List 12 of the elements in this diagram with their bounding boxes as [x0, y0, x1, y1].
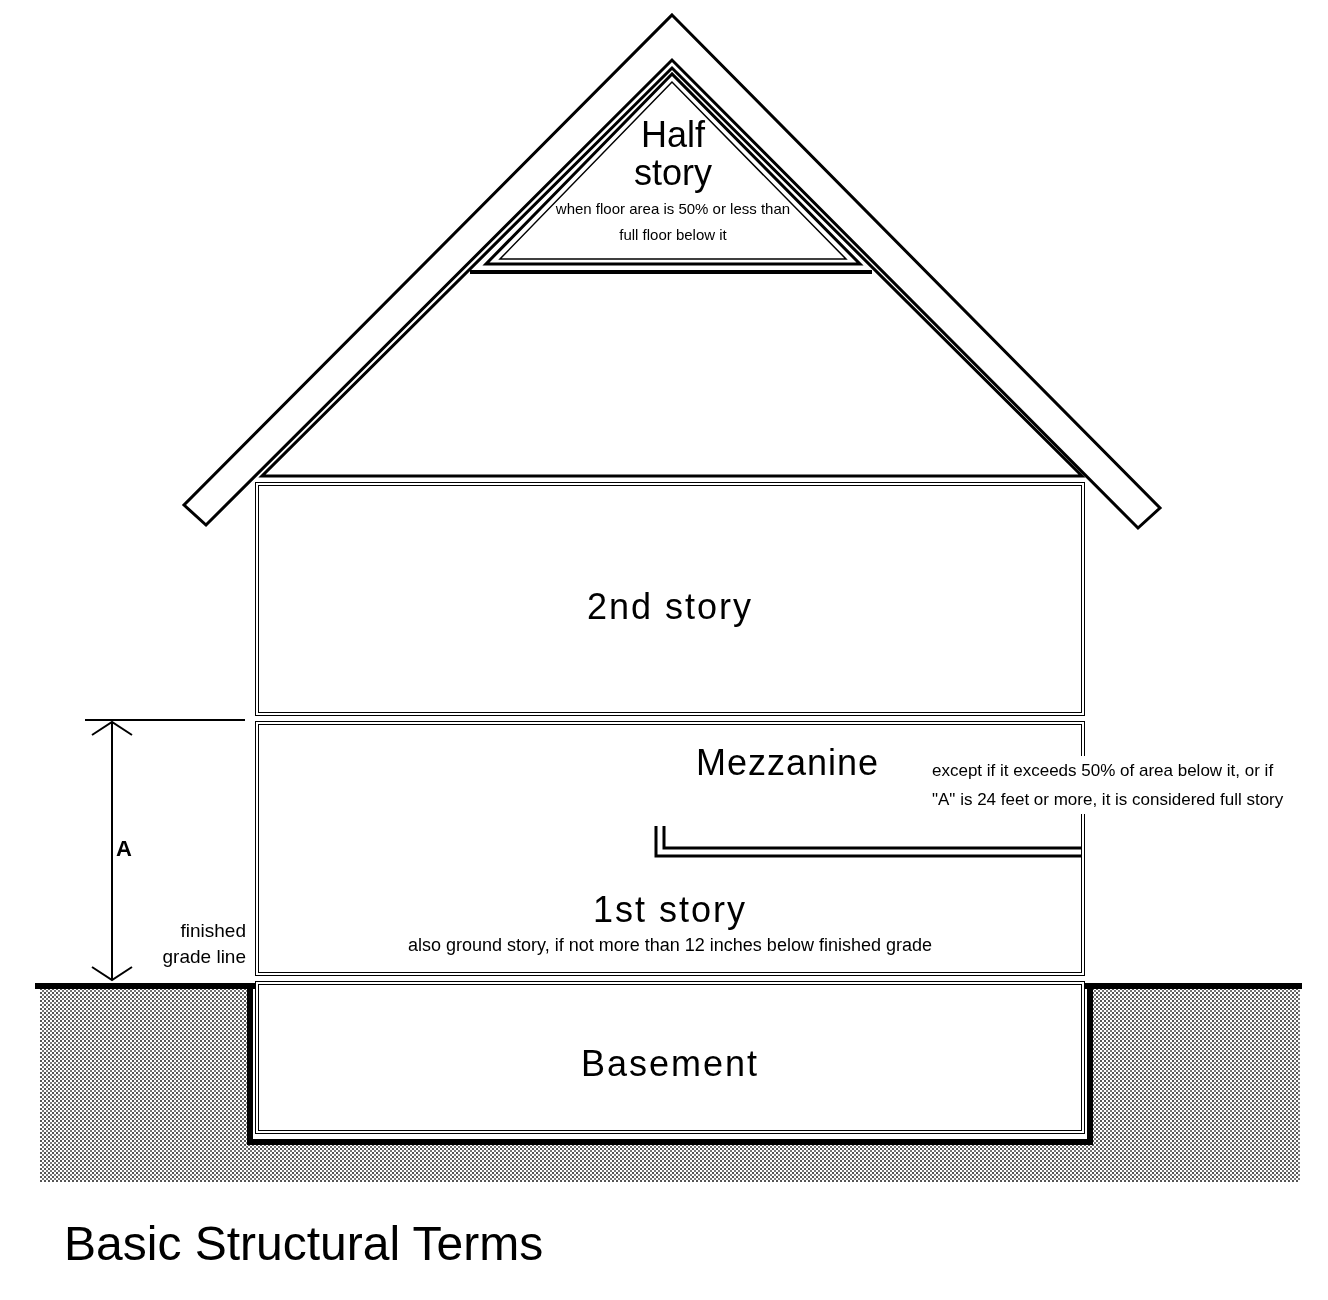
story-title: Mezzanine	[696, 742, 880, 784]
story-title: 2nd story	[585, 586, 755, 628]
story-title: Basement	[579, 1043, 761, 1085]
story-note: when floor area is 50% or less than full floor below it	[555, 199, 791, 245]
grade-line-label: finished grade line	[161, 919, 246, 969]
story-title: Half story	[633, 116, 713, 192]
caption: Basic Structural Terms	[64, 1216, 544, 1271]
story-title: 1st story	[591, 889, 748, 931]
floor-box	[255, 981, 1085, 1134]
dimension-label: A	[116, 836, 132, 862]
story-note: also ground story, if not more than 12 inches below finished grade	[407, 935, 933, 956]
floor-box	[255, 482, 1085, 716]
